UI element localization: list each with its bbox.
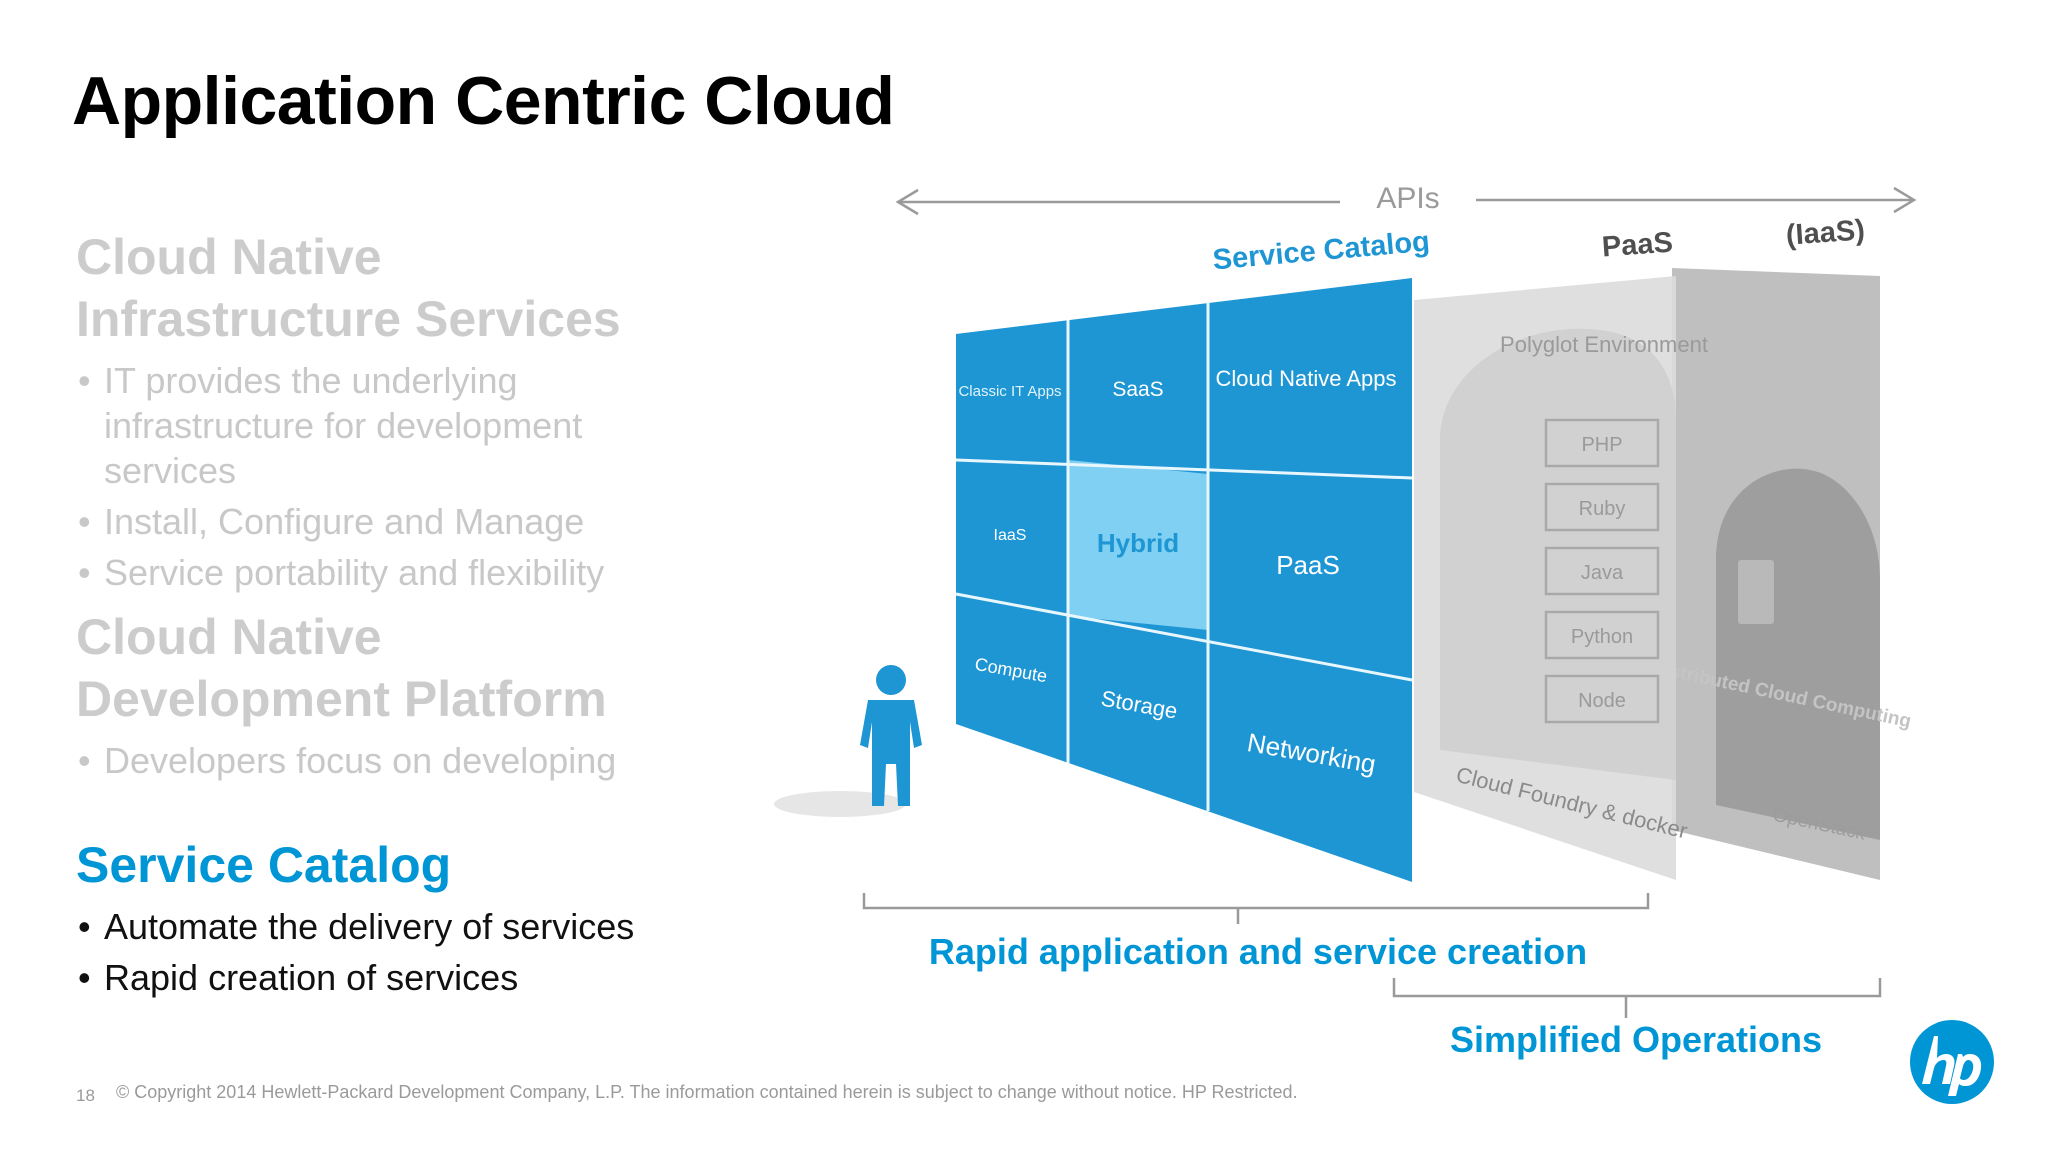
section-heading: Cloud Native Infrastructure Services <box>76 229 621 347</box>
bracket-simplified-label: Simplified Operations <box>1450 1019 1822 1060</box>
bullet-list: Automate the delivery of services Rapid … <box>76 904 756 1000</box>
paas-lang-java: Java <box>1581 562 1624 584</box>
apis-arrow <box>895 186 1917 216</box>
bracket-rapid <box>862 893 1650 924</box>
grid-cell-hybrid: Hybrid <box>1097 528 1179 558</box>
iaas-layer-label: (IaaS) <box>1785 214 1866 251</box>
cloud-diagram: APIs Distributed Cloud Computing OpenSta… <box>774 182 1917 1060</box>
person-shadow <box>774 791 906 817</box>
paas-panel: Polyglot Environment PHP Ruby Java Pytho… <box>1414 276 1708 880</box>
paas-lang-python: Python <box>1571 626 1633 648</box>
bullet-item: Rapid creation of services <box>76 955 756 1000</box>
grid-cell-iaas: IaaS <box>994 527 1027 544</box>
section-service-catalog: Service Catalog Automate the delivery of… <box>76 834 756 1006</box>
section-heading: Service Catalog <box>76 837 452 893</box>
paas-lang-node: Node <box>1578 690 1626 712</box>
bullet-item: IT provides the underlying infrastructur… <box>76 358 676 493</box>
bracket-simplified <box>1392 978 1882 1018</box>
person-icon <box>860 665 922 806</box>
service-catalog-grid: Classic IT Apps SaaS Cloud Native Apps I… <box>955 278 1413 882</box>
paas-lang-ruby: Ruby <box>1579 498 1626 520</box>
bullet-list: Developers focus on developing <box>76 738 676 783</box>
section-platform: Cloud Native Development Platform Develo… <box>76 606 676 789</box>
bullet-item: Developers focus on developing <box>76 738 676 783</box>
copyright-notice: © Copyright 2014 Hewlett-Packard Develop… <box>116 1082 1298 1102</box>
apis-label: APIs <box>1376 182 1439 215</box>
paas-panel-title: Polyglot Environment <box>1500 332 1708 357</box>
hp-logo-icon <box>1910 1020 1994 1104</box>
paas-lang-php: PHP <box>1581 434 1622 456</box>
grid-cell-paas: PaaS <box>1276 550 1340 580</box>
catalog-layer-label: Service Catalog <box>1211 226 1431 277</box>
slide-title: Application Centric Cloud <box>72 63 895 139</box>
bracket-rapid-label: Rapid application and service creation <box>929 931 1587 972</box>
slide-number: 18 <box>76 1086 95 1105</box>
bullet-list: IT provides the underlying infrastructur… <box>76 358 676 595</box>
iaas-panel: Distributed Cloud Computing OpenStack <box>1649 268 1913 880</box>
grid-cell-classic-it-apps: Classic IT Apps <box>958 383 1061 400</box>
grid-cell-saas: SaaS <box>1112 378 1163 401</box>
bullet-item: Automate the delivery of services <box>76 904 756 949</box>
section-heading: Cloud Native Development Platform <box>76 609 607 727</box>
paas-layer-label: PaaS <box>1601 227 1674 264</box>
bullet-item: Service portability and flexibility <box>76 550 676 595</box>
grid-cell-cloud-native-apps: Cloud Native Apps <box>1216 366 1397 391</box>
bullet-item: Install, Configure and Manage <box>76 499 676 544</box>
section-infrastructure: Cloud Native Infrastructure Services IT … <box>76 226 676 601</box>
